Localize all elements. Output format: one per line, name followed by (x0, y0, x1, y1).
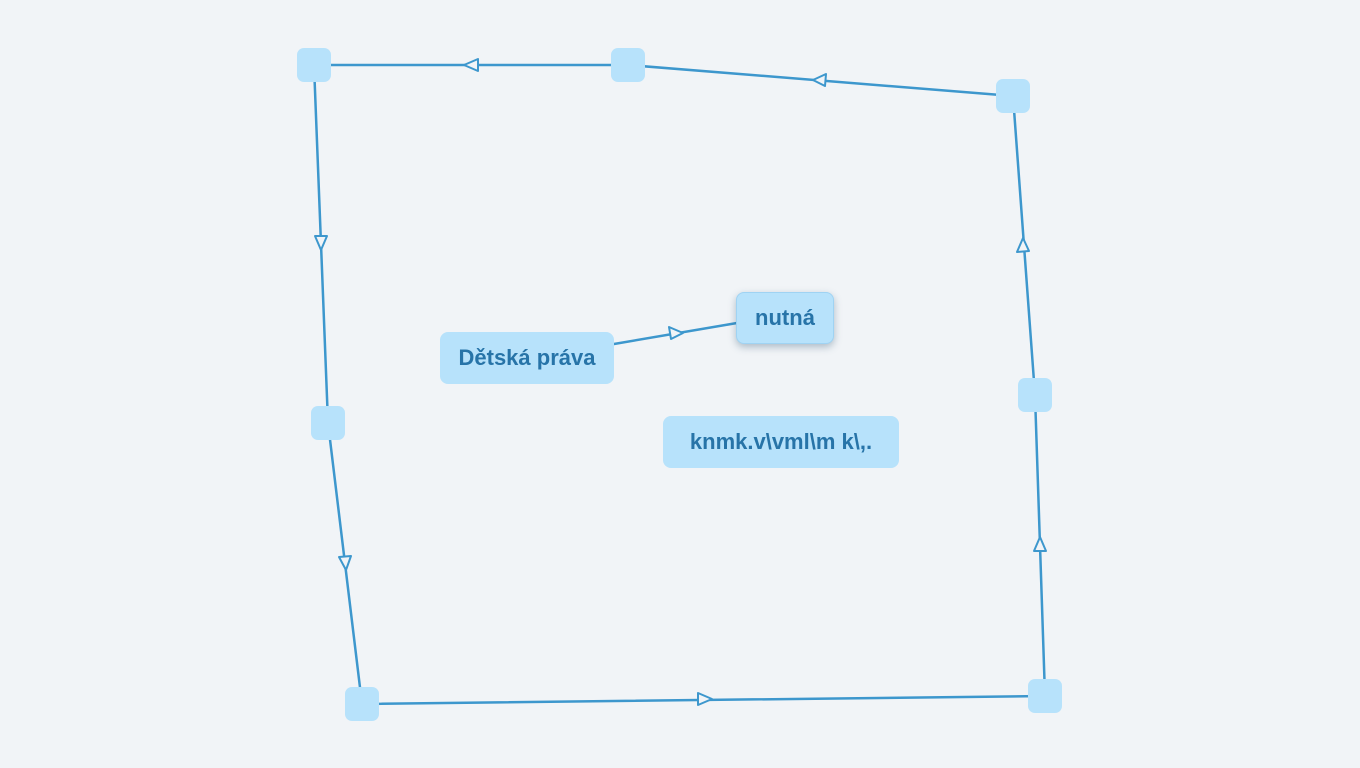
handle-right-top[interactable] (996, 79, 1030, 113)
arrowhead-top-right (812, 73, 827, 87)
topic-child[interactable]: nutná (736, 292, 834, 344)
handle-left-middle[interactable] (311, 406, 345, 440)
handle-bottom-left[interactable] (345, 687, 379, 721)
arrowhead-right-upper (1016, 237, 1030, 253)
arrowhead-left-lower (338, 555, 352, 571)
handle-top-center[interactable] (611, 48, 645, 82)
topic-main-label: Dětská práva (458, 345, 596, 370)
arrowhead-top-left (463, 58, 479, 72)
topic-child-label: nutná (755, 305, 815, 330)
handle-right-middle[interactable] (1018, 378, 1052, 412)
arrowhead-bottom (697, 692, 713, 706)
topic-floating[interactable]: knmk.v\vml\m k\,. (663, 416, 899, 468)
topic-floating-label: knmk.v\vml\m k\,. (689, 429, 873, 454)
handle-top-left[interactable] (297, 48, 331, 82)
handle-bottom-right[interactable] (1028, 679, 1062, 713)
arrowhead-relation (668, 326, 684, 340)
arrowhead-left-upper (314, 235, 328, 251)
arrowhead-right-lower (1033, 536, 1047, 552)
topic-main[interactable]: Dětská práva (440, 332, 614, 384)
